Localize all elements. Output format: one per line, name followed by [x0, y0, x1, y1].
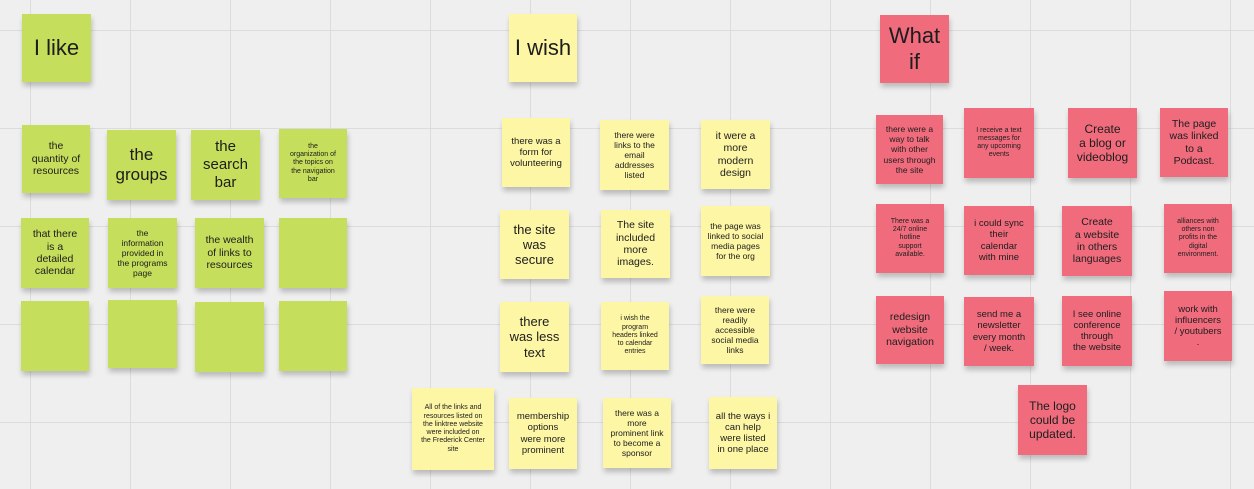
sticky-note[interactable]: Create a website in others languages [1062, 206, 1132, 276]
sticky-note[interactable]: work with influencers / youtubers . [1164, 291, 1232, 361]
sticky-note[interactable]: there was a form for volunteering [502, 118, 570, 187]
sticky-note[interactable]: it were a more modern design [701, 120, 770, 189]
sticky-note[interactable]: I see online conference through the webs… [1062, 296, 1132, 366]
header-i-like[interactable]: I like [22, 14, 91, 82]
sticky-note[interactable]: redesign website navigation [876, 296, 944, 364]
sticky-note[interactable]: all the ways i can help were listed in o… [709, 397, 777, 469]
sticky-note[interactable]: There was a 24/7 online hotline support … [876, 204, 944, 273]
empty-sticky-note[interactable] [21, 301, 89, 371]
sticky-note[interactable]: i could sync their calendar with mine [964, 206, 1034, 275]
sticky-note[interactable]: I receive a text messages for any upcomi… [964, 108, 1034, 178]
sticky-note[interactable]: the page was linked to social media page… [701, 206, 770, 276]
sticky-note[interactable]: there were readily accessible social med… [701, 296, 769, 364]
sticky-note[interactable]: the organization of the topics on the na… [279, 129, 347, 198]
sticky-note[interactable]: Create a blog or videoblog [1068, 108, 1137, 178]
header-i-wish[interactable]: I wish [509, 14, 577, 82]
sticky-note[interactable]: the information provided in the programs… [108, 218, 177, 288]
sticky-note[interactable]: the search bar [191, 130, 260, 200]
empty-sticky-note[interactable] [279, 218, 347, 288]
sticky-note[interactable]: All of the links and resources listed on… [412, 388, 494, 470]
header-what-if[interactable]: What if [880, 15, 949, 83]
sticky-note[interactable]: the quantity of resources [22, 125, 90, 193]
empty-sticky-note[interactable] [195, 302, 264, 372]
sticky-note[interactable]: there was less text [500, 302, 569, 372]
sticky-note[interactable]: the site was secure [500, 210, 569, 279]
sticky-note[interactable]: that there is a detailed calendar [21, 218, 89, 288]
empty-sticky-note[interactable] [279, 301, 347, 371]
sticky-note[interactable]: the wealth of links to resources [195, 218, 264, 288]
sticky-note[interactable]: there were links to the email addresses … [600, 120, 669, 190]
sticky-note[interactable]: alliances with others non profits in the… [1164, 204, 1232, 273]
sticky-note[interactable]: The site included more images. [601, 210, 670, 278]
sticky-note[interactable]: there was a more prominent link to becom… [603, 398, 671, 468]
empty-sticky-note[interactable] [108, 300, 177, 368]
sticky-note[interactable]: membership options were more prominent [509, 398, 577, 469]
sticky-note[interactable]: there were a way to talk with other user… [876, 115, 943, 184]
sticky-note[interactable]: the groups [107, 130, 176, 200]
sticky-note[interactable]: i wish the program headers linked to cal… [601, 302, 669, 370]
sticky-note[interactable]: The page was linked to a Podcast. [1160, 108, 1228, 177]
sticky-note[interactable]: The logo could be updated. [1018, 385, 1087, 455]
sticky-note[interactable]: send me a newsletter every month / week. [964, 297, 1034, 366]
